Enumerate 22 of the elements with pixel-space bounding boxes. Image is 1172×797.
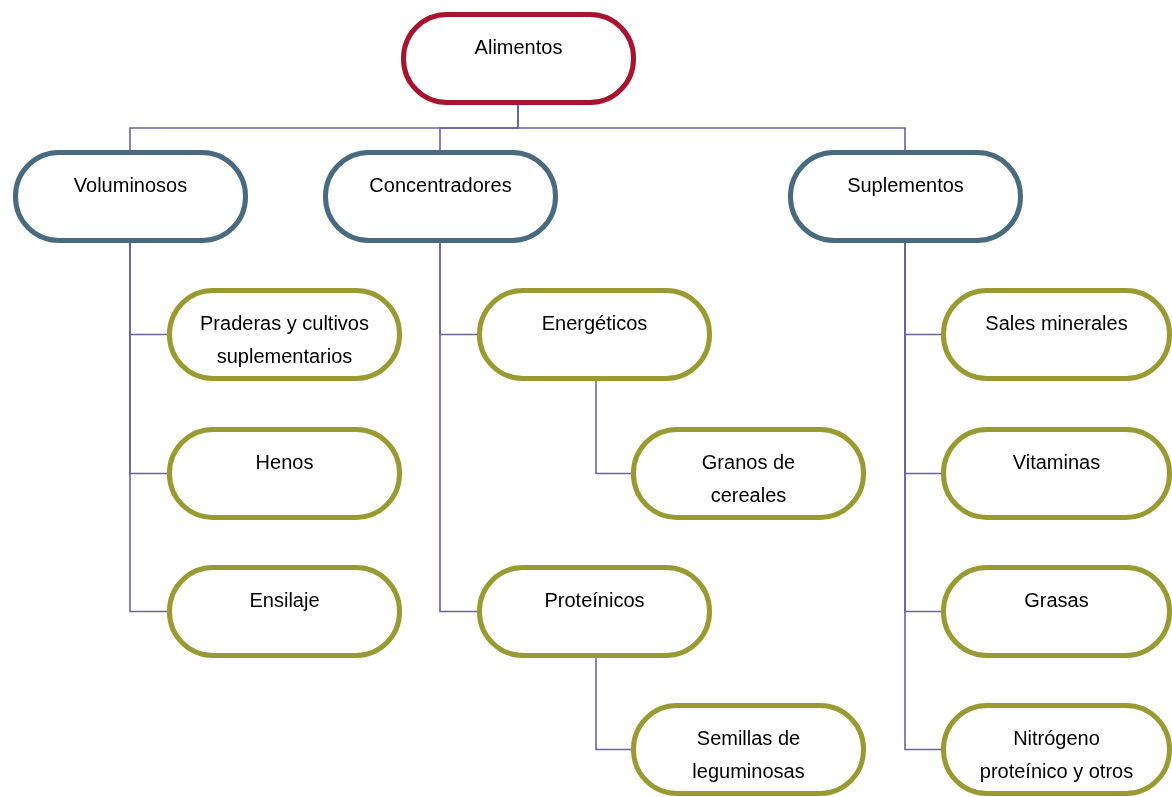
connector-line [439,242,478,613]
node-label: Sales minerales [985,311,1128,336]
node-label: Granos de cereales [700,450,797,508]
node-label: Concentradores [369,173,512,198]
node-label: Nitrógeno proteínico y otros [978,726,1135,784]
node-label: Semillas de leguminosas [691,726,806,784]
node-label: Praderas y cultivos suplementarios [199,311,370,369]
item-box [941,703,1172,796]
item-box [941,565,1172,658]
node-label: Ensilaje [249,588,320,613]
node-label: Proteínicos [544,588,645,613]
node-label: Henos [255,450,314,475]
node-label: Alimentos [474,35,563,60]
item-box [941,427,1172,520]
item-box [941,288,1172,381]
node-label: Energéticos [541,311,648,336]
connector-line [595,657,632,751]
node-label: Voluminosos [73,173,188,198]
node-label: Suplementos [847,173,964,198]
connector-line [595,380,632,475]
node-label: Grasas [1024,588,1089,613]
node-label: Vitaminas [1012,450,1101,475]
